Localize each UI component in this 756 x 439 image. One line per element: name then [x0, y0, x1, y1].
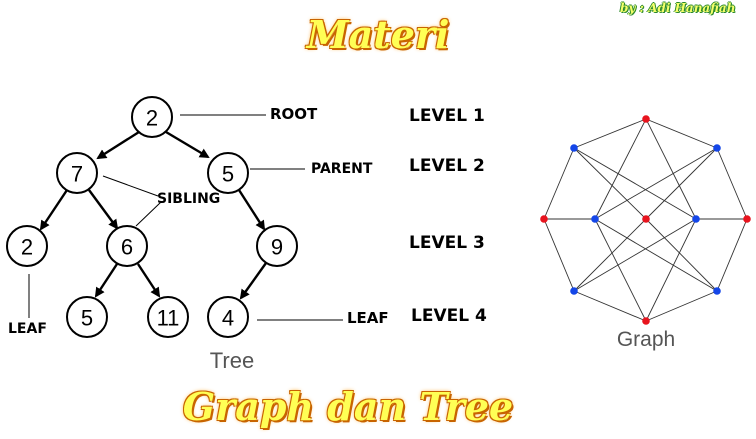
graph-node-left: [540, 215, 548, 223]
tree-node-7-value: 7: [71, 162, 83, 187]
edge-5-9: [237, 189, 266, 231]
graph-node-bottom-right: [713, 287, 721, 295]
tree-node-2-leaf-value: 2: [21, 235, 33, 260]
tree-node-root-value: 2: [146, 106, 158, 131]
tree-edges: [39, 130, 267, 300]
label-pointers: [28, 114, 343, 321]
level-3-label: LEVEL 3: [409, 233, 485, 253]
graph-node-inner-left: [591, 215, 599, 223]
tree-caption: Tree: [210, 348, 254, 373]
edge-6-11: [136, 263, 161, 298]
sibling-label: SIBLING: [157, 191, 220, 207]
tree-node-9: [256, 225, 298, 267]
tree-node-4-value: 4: [222, 306, 234, 331]
edge-6-5: [94, 263, 119, 298]
tree-node-5: [207, 152, 249, 194]
level-2-label: LEVEL 2: [409, 156, 485, 176]
tree-node-11-value: 11: [157, 306, 180, 331]
sibling-pointer-left: [102, 175, 159, 197]
tree-node-5-value: 5: [222, 162, 234, 187]
graph-edges: [543, 118, 748, 322]
tree-node-6: [106, 225, 148, 267]
leaf-label-right: LEAF: [347, 309, 389, 327]
graph-node-right: [743, 215, 751, 223]
graph-node-top-right: [713, 144, 721, 152]
edge-2-5: [165, 130, 210, 159]
graph-node-top: [642, 115, 650, 123]
graph-node-bottom: [642, 317, 650, 325]
tree-node-7: [56, 152, 98, 194]
tree-node-5-leaf: [66, 296, 108, 338]
graph-node-top-left: [570, 144, 578, 152]
parent-label: PARENT: [311, 161, 373, 177]
graph-node-inner-right: [692, 215, 700, 223]
edge-7-2: [39, 189, 68, 231]
graph-node-center: [642, 215, 650, 223]
edge-9-4: [239, 262, 267, 300]
tree-node-6-value: 6: [121, 235, 133, 260]
tree-nodes: [6, 96, 298, 338]
tree-node-11: [147, 296, 189, 338]
sibling-pointer-right: [135, 201, 162, 227]
slide-subtitle: Graph dan Tree: [182, 384, 514, 429]
tree-node-2-leaf: [6, 225, 48, 267]
tree-node-4: [207, 296, 249, 338]
tree-node-9-value: 9: [271, 235, 283, 260]
tree-node-root: [131, 96, 173, 138]
edge-2-7: [96, 130, 140, 160]
graph-node-bottom-left: [570, 287, 578, 295]
edge-7-6: [88, 189, 119, 230]
level-1-label: LEVEL 1: [409, 106, 485, 126]
root-label: ROOT: [270, 105, 318, 123]
tree-node-5-leaf-value: 5: [81, 306, 93, 331]
level-4-label: LEVEL 4: [411, 306, 487, 326]
leaf-label-left: LEAF: [8, 321, 47, 337]
graph-caption: Graph: [617, 328, 675, 351]
graph-nodes: [540, 115, 751, 325]
author-credit: by : Adi Hanafiah: [620, 1, 736, 15]
slide-title: Materi: [306, 12, 450, 57]
